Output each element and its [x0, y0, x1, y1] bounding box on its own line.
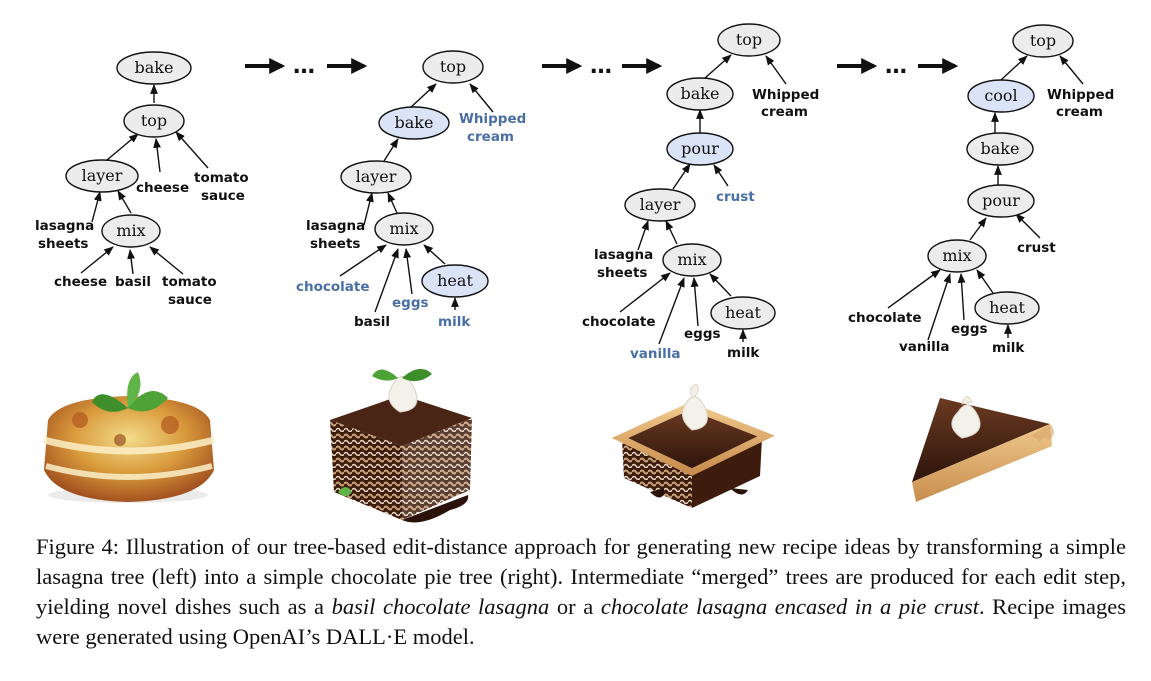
svg-text:mix: mix: [116, 221, 145, 240]
tree4-node-heat: heat: [974, 291, 1040, 325]
tree2-leaf-eggs: eggs: [392, 295, 429, 311]
svg-text:cool: cool: [984, 86, 1017, 105]
tree1-leaf-cheese: cheese: [136, 180, 189, 196]
tree2-node-layer: layer: [340, 160, 412, 194]
tree2-node-heat: heat: [421, 264, 489, 298]
tree2-node-top: top: [422, 50, 484, 84]
caption-text-1: Figure 4: Illustration of our tree-based…: [36, 534, 1126, 619]
svg-text:top: top: [736, 30, 762, 49]
tree2-node-mix: mix: [374, 212, 434, 246]
lasagna-image: [43, 372, 215, 503]
tree4-node-top: top: [1012, 24, 1074, 58]
tree2-leaf-cream: cream: [467, 129, 514, 145]
svg-text:layer: layer: [356, 167, 397, 186]
tree3-node-layer: layer: [624, 188, 696, 222]
tree4-node-pour: pour: [967, 184, 1035, 218]
svg-text:…: …: [590, 54, 612, 79]
tree2-leaf-basil: basil: [354, 314, 390, 330]
tree4-node-cool: cool: [967, 79, 1035, 113]
tree3-leaf-whipped: Whipped: [752, 87, 819, 103]
svg-text:bake: bake: [135, 58, 174, 77]
svg-text:mix: mix: [389, 219, 418, 238]
tree2-leaf-chocolate: chocolate: [296, 279, 370, 295]
tree3-node-mix: mix: [662, 243, 722, 277]
svg-text:top: top: [1030, 31, 1056, 50]
chocolate-pie-slice-image: [912, 396, 1054, 502]
tree3-leaf-vanilla: vanilla: [630, 346, 681, 362]
tree4-leaf-eggs: eggs: [951, 321, 988, 337]
tree3-leaf-cream: cream: [761, 104, 808, 120]
svg-text:bake: bake: [395, 113, 434, 132]
tree2-node-bake: bake: [378, 106, 450, 140]
tree4-node-bake: bake: [966, 132, 1034, 166]
tree1-node-mix: mix: [101, 214, 161, 248]
svg-text:layer: layer: [82, 166, 123, 185]
svg-text:…: …: [885, 54, 907, 79]
svg-text:top: top: [141, 111, 167, 130]
chocolate-crust-lasagna-image: [611, 383, 775, 508]
tree1-node-bake: bake: [116, 51, 192, 85]
tree1-node-top: top: [123, 104, 185, 138]
tree4-leaf-milk: milk: [992, 340, 1025, 356]
transition-arrow-3: …: [837, 54, 959, 79]
tree2-leaf-lasagna: lasagna: [306, 218, 365, 234]
tree3-leaf-sheets: sheets: [597, 265, 647, 281]
tree1-leaf-sheets: sheets: [38, 236, 88, 252]
tree3-leaf-chocolate: chocolate: [582, 314, 656, 330]
svg-text:bake: bake: [981, 139, 1020, 158]
tree3-node-bake: bake: [666, 77, 734, 111]
tree-2: top bake layer mix heat Whipped cream la…: [296, 50, 526, 330]
tree-3: top bake pour layer mix heat Whipped cre…: [582, 23, 819, 362]
caption-text-3: . Recipe images were generated using Ope…: [36, 594, 1126, 649]
tree4-leaf-cream: cream: [1056, 104, 1103, 120]
tree1-leaf-mix-cheese: cheese: [54, 274, 107, 290]
svg-text:pour: pour: [982, 191, 1020, 210]
svg-text:heat: heat: [437, 271, 473, 290]
svg-text:mix: mix: [677, 250, 706, 269]
svg-text:pour: pour: [681, 139, 719, 158]
tree3-node-top: top: [717, 23, 781, 57]
svg-text:mix: mix: [942, 246, 971, 265]
tree3-leaf-eggs: eggs: [684, 326, 721, 342]
tree1-leaf-basil: basil: [115, 274, 151, 290]
tree3-leaf-crust: crust: [716, 189, 755, 205]
transition-arrow-2: …: [542, 54, 663, 79]
tree3-node-pour: pour: [666, 132, 734, 166]
transition-arrow-1: …: [245, 54, 368, 79]
tree1-leaf-lasagna: lasagna: [35, 218, 94, 234]
caption-emphasis-1: basil chocolate lasagna: [331, 594, 550, 619]
svg-text:bake: bake: [681, 84, 720, 103]
tree3-leaf-milk: milk: [727, 345, 760, 361]
tree4-leaf-crust: crust: [1017, 240, 1056, 256]
tree4-node-mix: mix: [927, 239, 987, 273]
tree-4: top cool bake pour mix heat Whipped crea…: [848, 24, 1114, 356]
tree2-leaf-sheets: sheets: [310, 236, 360, 252]
tree-1: bake top layer mix cheese tomato sauce l…: [35, 51, 249, 308]
svg-text:…: …: [293, 54, 315, 79]
tree4-leaf-chocolate: chocolate: [848, 310, 922, 326]
tree2-leaf-whipped: Whipped: [459, 111, 526, 127]
tree1-node-layer: layer: [65, 159, 139, 193]
tree1-leaf-sauce: sauce: [201, 188, 245, 204]
svg-text:heat: heat: [989, 298, 1025, 317]
tree1-leaf-mix-tomato: tomato: [162, 274, 217, 290]
tree3-leaf-lasagna: lasagna: [594, 247, 653, 263]
caption-text-2: or a: [549, 594, 601, 619]
tree1-leaf-tomato: tomato: [194, 170, 249, 186]
chocolate-lasagna-image: [330, 368, 472, 523]
svg-text:heat: heat: [725, 303, 761, 322]
tree4-leaf-vanilla: vanilla: [899, 339, 950, 355]
figure-caption: Figure 4: Illustration of our tree-based…: [36, 532, 1126, 652]
tree1-leaf-mix-sauce: sauce: [168, 292, 212, 308]
tree4-leaf-whipped: Whipped: [1047, 87, 1114, 103]
svg-text:top: top: [440, 57, 466, 76]
caption-emphasis-2: chocolate lasagna encased in a pie crust: [600, 594, 979, 619]
svg-text:layer: layer: [640, 195, 681, 214]
tree3-node-heat: heat: [710, 296, 776, 330]
tree2-leaf-milk: milk: [438, 314, 471, 330]
